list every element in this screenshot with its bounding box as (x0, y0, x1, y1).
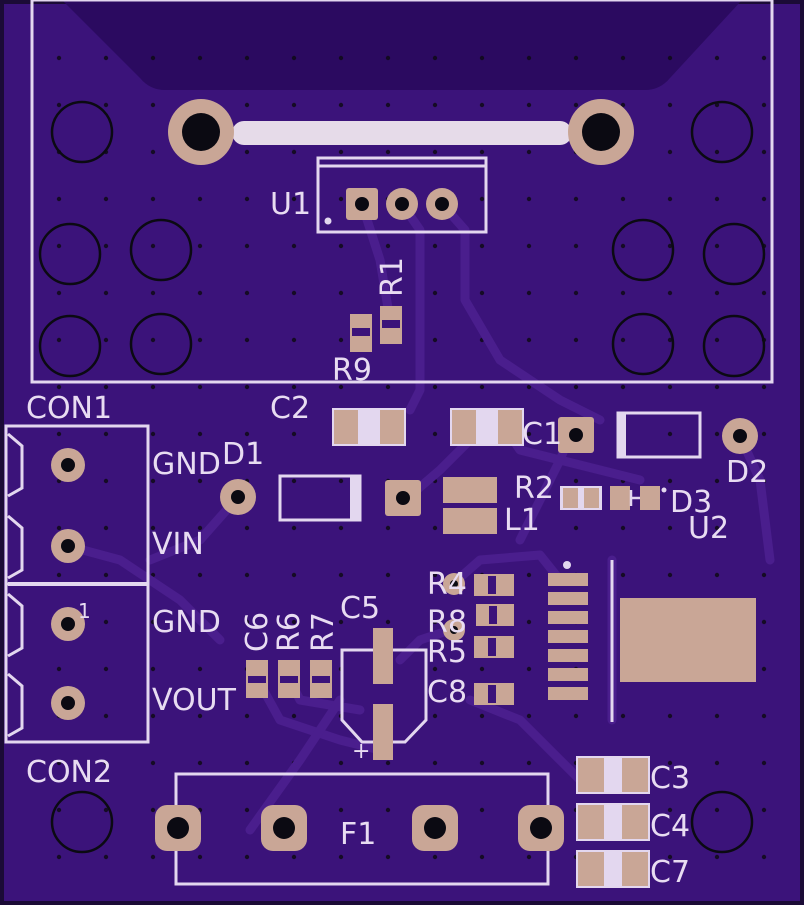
shield-outline (30, 0, 774, 384)
c3-c4-c7-pads (576, 756, 650, 888)
connector-pads (51, 448, 85, 720)
label-f1: F1 (340, 817, 376, 852)
label-con2: CON2 (26, 755, 112, 790)
u2-pin1-dot (563, 561, 571, 569)
label-gnd-top: GND (152, 447, 221, 482)
label-c7: C7 (650, 855, 690, 890)
mounting-pads (168, 99, 634, 165)
r4-r8-r5-c8-pads (474, 574, 514, 705)
u1-pads (346, 188, 458, 220)
label-d2: D2 (726, 455, 768, 490)
label-c4: C4 (650, 809, 690, 844)
label-c1: C1 (522, 417, 562, 452)
label-r9: R9 (332, 353, 372, 388)
label-r1: R1 (375, 257, 410, 297)
silkscreen (4, 0, 774, 886)
label-l1: L1 (504, 503, 540, 538)
r1-r9-pads (350, 306, 402, 352)
f1-pads (155, 805, 564, 851)
r2-d3-pads (560, 486, 667, 510)
u2-pads (548, 573, 756, 700)
label-vin: VIN (152, 527, 204, 562)
d2-cathode-band (618, 413, 626, 457)
label-r5: R5 (427, 635, 467, 670)
label-d3: D3 (670, 485, 712, 520)
label-r4: R4 (427, 567, 467, 602)
u1-pin1-dot (324, 217, 332, 225)
d1-cathode-band (350, 476, 360, 520)
label-c5: C5 (340, 591, 380, 626)
label-r6: R6 (272, 612, 307, 652)
c6-r6-r7-pads (246, 660, 332, 698)
silk-labels: U1 R1 R9 CON1 C2 C1 D1 D2 GND R2 D3 U2 V… (26, 187, 768, 890)
l1-pads (443, 477, 497, 534)
label-c6: C6 (240, 612, 275, 652)
npth-holes (38, 100, 766, 854)
u1-outline (316, 156, 488, 234)
label-gnd-bottom: GND (152, 605, 221, 640)
label-c8: C8 (427, 675, 467, 710)
via-field (30, 30, 790, 890)
c5-outline (340, 648, 428, 744)
label-con2-pin1: 1 (78, 599, 91, 623)
label-u1: U1 (270, 187, 311, 222)
label-c2: C2 (270, 391, 310, 426)
label-u2: U2 (688, 511, 729, 546)
c5-pads (373, 628, 393, 760)
label-con1: CON1 (26, 391, 112, 426)
label-c5-plus: + (352, 739, 370, 764)
label-c3: C3 (650, 761, 690, 796)
label-vout: VOUT (152, 683, 237, 718)
c1-c2-pads (332, 408, 524, 446)
label-d1: D1 (222, 437, 264, 472)
label-r2: R2 (514, 471, 554, 506)
label-r7: R7 (306, 612, 341, 652)
label-r8: R8 (427, 605, 467, 640)
